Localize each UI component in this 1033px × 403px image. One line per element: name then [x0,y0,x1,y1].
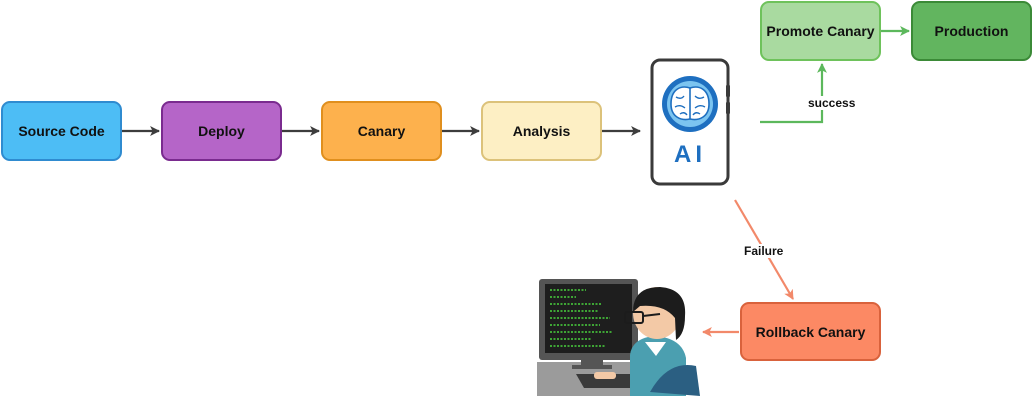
brain-icon [662,76,718,132]
engineer-illustration [537,279,700,396]
monitor-icon [539,279,638,369]
deploy-node: Deploy [161,101,282,161]
analysis-node: Analysis [481,101,602,161]
source-code-node: Source Code [1,101,122,161]
edge-ai-to-promote [760,63,827,124]
production-node: Production [911,1,1032,61]
failure-edge-label: Failure [742,244,786,258]
success-edge-label: success [806,96,858,110]
ai-device: AI [650,58,730,186]
person-icon [624,287,700,396]
ai-label: AI [674,141,706,168]
keyboard-icon [576,372,640,388]
canary-node: Canary [321,101,442,161]
rollback-canary-node: Rollback Canary [740,302,881,361]
promote-canary-node: Promote Canary [760,1,881,61]
